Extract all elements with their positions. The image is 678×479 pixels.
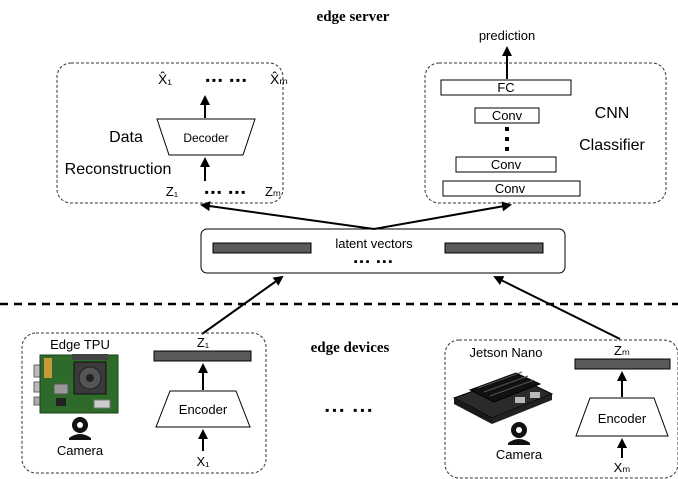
jetson-nano-camera-label: Camera xyxy=(496,447,543,462)
fc-layer-label: FC xyxy=(497,80,514,95)
z1-input-label: Z₁ xyxy=(166,184,179,199)
edge-devices-heading: edge devices xyxy=(311,340,390,356)
edge-tpu-x1-label: X₁ xyxy=(196,454,210,469)
edge-tpu-label: Edge TPU xyxy=(50,337,110,352)
latent-dots: ▪▪▪ ▪▪▪ xyxy=(354,256,394,268)
conv-layer-top xyxy=(474,107,540,124)
conv-layer-bottom xyxy=(442,180,581,197)
jetson-nano-latent-bar xyxy=(574,358,671,370)
latent-to-decoder-arrow xyxy=(200,201,375,230)
data-reconstruction-label-1: Data xyxy=(109,129,143,146)
devicem-to-latent-arrow xyxy=(493,276,621,340)
z-input-dots: ▪▪▪ ▪▪▪ xyxy=(205,185,248,199)
data-reconstruction-label-2: Reconstruction xyxy=(65,161,172,178)
edge-tpu-latent-bar xyxy=(153,350,252,362)
edge-tpu-board-image xyxy=(33,354,119,414)
edge-tpu-encoder-label: Encoder xyxy=(179,402,228,417)
camera-icon xyxy=(508,422,530,445)
encoder-trapezoid xyxy=(155,390,251,428)
jetson-nano-zm-label: Zₘ xyxy=(614,343,630,358)
latent-bar-left xyxy=(212,242,312,254)
decoder-trapezoid xyxy=(156,118,256,156)
zm-input-label: Zₘ xyxy=(265,184,281,199)
cnn-box xyxy=(424,62,667,204)
reconstructed-x1-label: X̂₁ xyxy=(158,71,172,87)
edge-server-heading: edge server xyxy=(317,9,390,25)
fc-layer xyxy=(440,79,572,96)
latent-bar-right xyxy=(444,242,544,254)
conv-layer-middle-label: Conv xyxy=(491,157,522,172)
devices-dots: ▪▪▪ ▪▪▪ xyxy=(325,403,375,417)
cnn-label-1: CNN xyxy=(595,105,630,122)
encoder-trapezoid xyxy=(575,397,669,437)
latent-to-cnn-arrow xyxy=(373,201,512,230)
jetson-nano-device-box xyxy=(444,339,678,479)
latent-vectors-box xyxy=(200,228,566,274)
camera-icon xyxy=(69,417,91,440)
conv-layer-bottom-label: Conv xyxy=(495,181,526,196)
edge-tpu-z1-label: Z₁ xyxy=(197,335,210,350)
jetson-nano-label: Jetson Nano xyxy=(470,345,543,360)
reconstruction-box xyxy=(56,62,284,204)
jetson-nano-board-image xyxy=(452,371,554,424)
edge-tpu-camera-label: Camera xyxy=(57,443,104,458)
conv-layer-middle xyxy=(455,156,557,173)
conv-dot xyxy=(505,147,509,151)
prediction-label: prediction xyxy=(479,28,535,43)
decoder-label: Decoder xyxy=(183,131,228,145)
jetson-nano-encoder-label: Encoder xyxy=(598,411,647,426)
conv-dot xyxy=(505,137,509,141)
jetson-nano-xm-label: Xₘ xyxy=(614,460,631,475)
reconstructed-xm-label: X̂ₘ xyxy=(270,71,288,87)
latent-vectors-label: latent vectors xyxy=(335,236,413,251)
conv-dot xyxy=(505,127,509,131)
reconstructed-dots: ▪▪▪ ▪▪▪ xyxy=(206,73,249,87)
edge-tpu-device-box xyxy=(21,332,267,474)
conv-layer-top-label: Conv xyxy=(492,108,523,123)
cnn-label-2: Classifier xyxy=(579,137,645,154)
device1-to-latent-arrow xyxy=(201,275,284,335)
